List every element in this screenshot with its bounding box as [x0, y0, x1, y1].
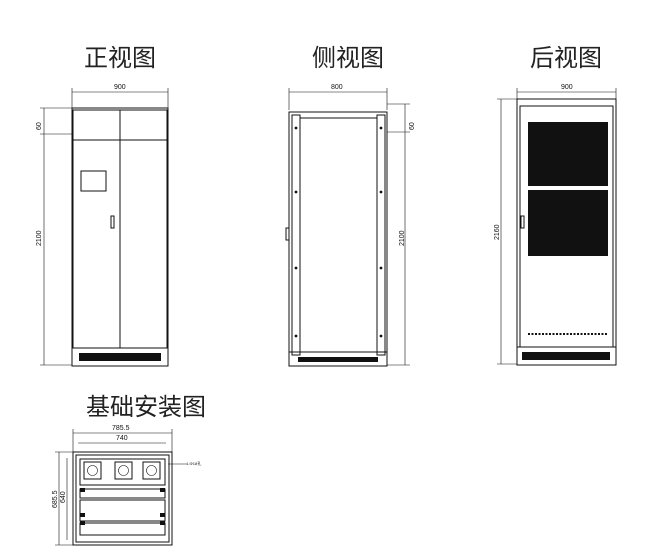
- foundation-frame: 4-Φ18孔: [72, 451, 201, 546]
- front-door-handle: [110, 215, 115, 229]
- side-width-dimension: 800: [288, 84, 388, 110]
- cable-entry-right: [142, 461, 161, 480]
- front-view-title: 正视图: [84, 44, 156, 72]
- side-base-slots: [298, 357, 378, 362]
- back-height-dimension: 2160: [494, 98, 517, 365]
- foundation-outer-depth-label: 685.5: [52, 490, 59, 508]
- front-view: 正视图 900 60 2100: [36, 44, 169, 367]
- back-vent-grille: [522, 352, 610, 360]
- front-height-label: 2100: [36, 230, 43, 246]
- side-top-label: 60: [409, 122, 416, 130]
- back-lower-vent: [528, 190, 608, 256]
- side-height-dimension: 60 2100: [387, 103, 416, 366]
- foundation-hole-note: 4-Φ18孔: [186, 460, 201, 466]
- back-door-handle: [520, 215, 525, 229]
- front-display-window: [80, 170, 107, 192]
- foundation-inner-depth-label: 640: [60, 491, 67, 503]
- back-height-label: 2160: [494, 224, 501, 240]
- foundation-view: 基础安装图 785.5 740 685.5 640: [52, 393, 206, 546]
- side-width-label: 800: [331, 84, 343, 91]
- front-cabinet: [71, 107, 169, 367]
- foundation-depth-dimension: 685.5 640: [52, 451, 73, 546]
- cable-entry-left: [83, 461, 102, 480]
- foundation-view-title: 基础安装图: [86, 393, 206, 421]
- side-height-label: 2100: [399, 230, 406, 246]
- front-top-label: 60: [36, 122, 43, 130]
- side-view-title: 侧视图: [312, 44, 384, 72]
- front-height-dimension: 60 2100: [36, 107, 72, 366]
- front-width-dimension: 900: [71, 84, 169, 108]
- foundation-inner-width-label: 740: [116, 435, 128, 442]
- front-width-label: 900: [114, 84, 126, 91]
- side-cabinet: [285, 111, 388, 367]
- side-view: 侧视图 800 60 2100: [285, 44, 416, 367]
- back-width-label: 900: [561, 84, 573, 91]
- back-width-dimension: 900: [516, 84, 617, 100]
- foundation-width-dimension: 785.5 740: [72, 425, 173, 452]
- foundation-anchor-holes: [80, 488, 165, 525]
- cable-entry-center: [114, 461, 133, 480]
- side-mounting-holes: [294, 126, 383, 338]
- back-upper-vent: [528, 122, 608, 186]
- back-view: 后视图 900 2160: [494, 44, 617, 366]
- back-cabinet: [516, 98, 617, 366]
- front-vent-grille: [79, 353, 161, 361]
- back-view-title: 后视图: [530, 44, 602, 72]
- foundation-outer-width-label: 785.5: [112, 425, 130, 432]
